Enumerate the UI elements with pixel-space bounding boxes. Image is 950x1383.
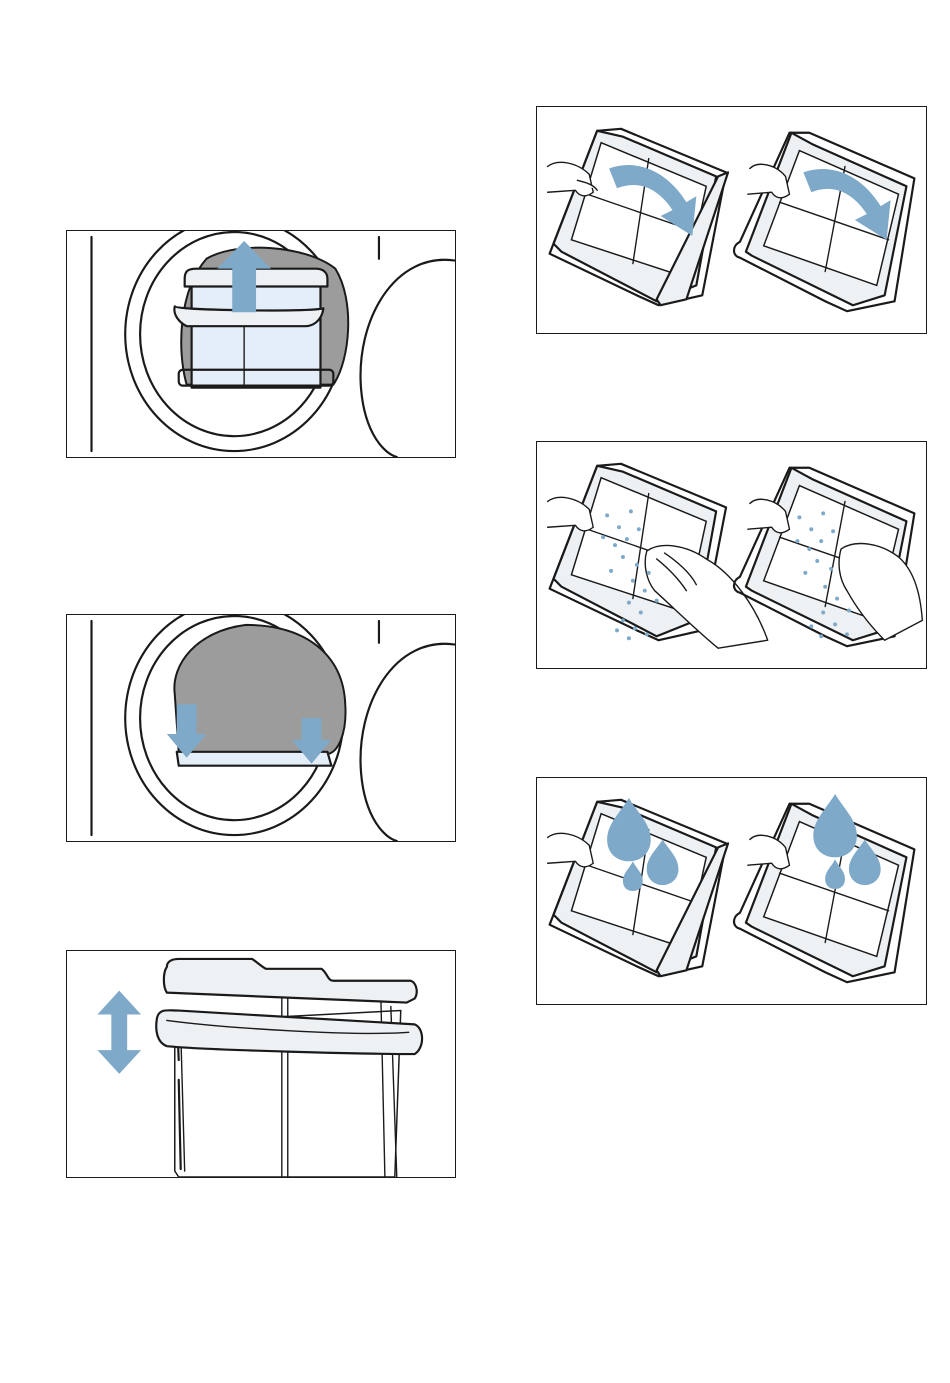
- rinse-filter-icon: [537, 778, 926, 1004]
- fluff-filter-icon: [67, 951, 455, 1177]
- filter-slot-illustration: [66, 614, 456, 842]
- wipe-filter-icon: [537, 442, 926, 668]
- wipe-fluff-illustration: [536, 441, 927, 669]
- up-down-arrow-icon: [97, 991, 141, 1074]
- water-drop-icon: [813, 794, 857, 857]
- dryer-door-icon: [67, 231, 455, 457]
- dryer-door-icon: [67, 615, 455, 841]
- remove-fluff-filter-illustration: [66, 230, 456, 458]
- open-filter-illustration: [536, 106, 927, 334]
- open-filter-icon: [537, 107, 926, 333]
- rinse-filter-illustration: [536, 777, 927, 1005]
- filter-separate-illustration: [66, 950, 456, 1178]
